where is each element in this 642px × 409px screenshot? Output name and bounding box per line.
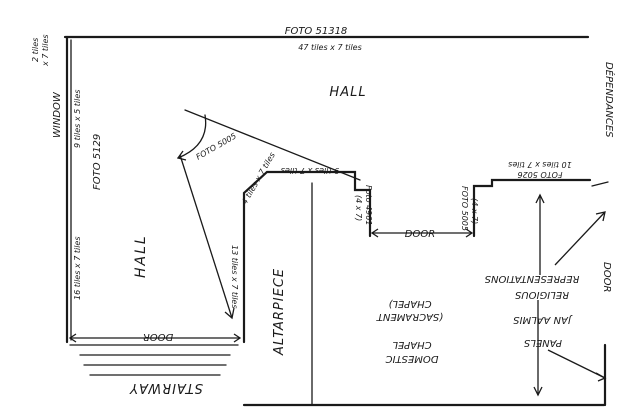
label-panels-4: REPRESENTATIONS (484, 273, 579, 284)
label-tiles-4x7: 4 tiles x 7 tiles (240, 151, 277, 206)
label-panels-1: PANELS (523, 337, 562, 348)
label-tiles-2-a: 2 tiles (31, 38, 40, 62)
photo-arrow-long-head (224, 307, 235, 320)
label-tiles-13x7: 13 tiles x 7 tiles (230, 245, 239, 309)
label-domestic-2: CHAPEL (392, 339, 431, 350)
right-block-wall (472, 178, 592, 238)
label-altarpiece: ALTARPIECE (272, 268, 287, 356)
label-foto-5129: FOTO 5129 (92, 134, 103, 190)
view-arrow-diag-head (595, 211, 606, 222)
label-tiles-9x5: 9 tiles x 5 tiles (73, 90, 82, 148)
door-mid-head-right (465, 228, 474, 238)
label-foto-4961: Foto 4961 (364, 185, 373, 225)
label-tiles-2-b: x 7 tiles (41, 34, 50, 67)
label-stairway: STAIRWAY (129, 380, 203, 395)
view-arrow-downright (547, 349, 606, 379)
door-left-head-right (233, 333, 242, 343)
label-door-left: DOOR (143, 331, 173, 342)
label-foto-51318: FOTO 51318 (285, 26, 348, 37)
photo-line-5005 (184, 109, 361, 181)
view-arrow-up-head (535, 193, 545, 204)
label-foto-5005: FOTO 5005 (195, 131, 238, 161)
label-window: WINDOW (52, 91, 63, 138)
label-dim-4x7-a: (4 x 7) (354, 195, 363, 221)
label-tiles-47x7: 47 tiles x 7 tiles (298, 43, 362, 52)
label-chapel-1: (SACRAMENT (376, 311, 443, 322)
label-dim-4x7-b: (4 x 7) (470, 198, 479, 224)
label-door-right: DOOR (601, 262, 612, 292)
door-left-head-left (68, 333, 77, 343)
label-tiles-9x7: 9 tiles x 7 tiles (281, 166, 339, 175)
view-angle-arc (177, 114, 207, 159)
door-mid-head-left (370, 228, 379, 238)
view-arrow-diag (554, 211, 606, 266)
central-block-wall (242, 170, 372, 344)
label-chapel-2: CHAPEL) (388, 298, 431, 309)
label-tiles-16x7: 16 tiles x 7 tiles (73, 236, 82, 300)
label-hall-top: HALL (329, 85, 366, 100)
view-arrow-down-head (533, 386, 543, 397)
view-angle-head (176, 150, 187, 161)
label-panels-3: RELIGIOUS (514, 289, 569, 300)
view-arrow-downright-head (595, 372, 607, 382)
label-panels-2: JAN AALMIS (513, 314, 573, 325)
label-dependances: DÉPENDANCES (603, 62, 616, 138)
label-tiles-10x7: 10 tiles x 7 tiles (508, 160, 572, 169)
label-door-mid: DOOR (405, 229, 435, 240)
photo-arrow-long (179, 154, 233, 319)
right-jamb (591, 181, 609, 187)
label-hall-left: HALL (133, 234, 149, 278)
label-foto-5026: FOTO 5026 (518, 170, 563, 179)
label-foto-5005b: FOTO 5005 (460, 186, 469, 231)
label-domestic-1: DOMESTIC (386, 353, 439, 364)
